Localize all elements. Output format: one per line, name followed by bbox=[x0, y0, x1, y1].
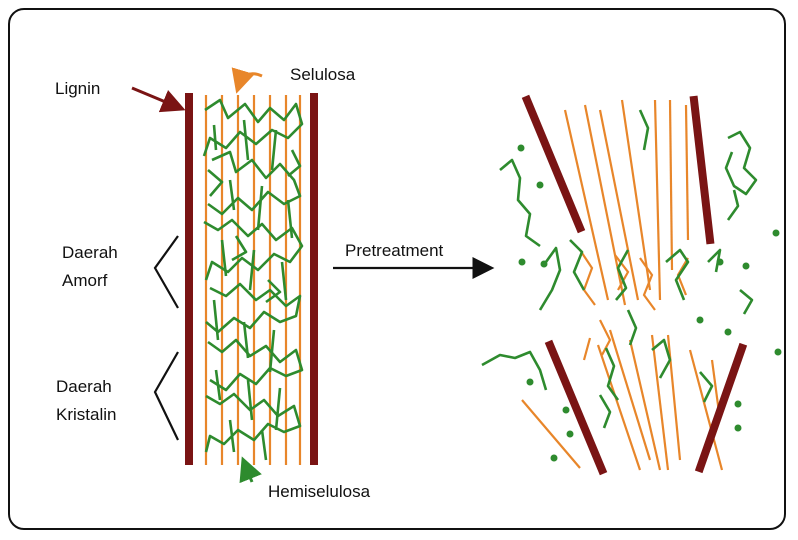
selulosa-label: Selulosa bbox=[290, 65, 356, 84]
pretreatment-label: Pretreatment bbox=[345, 241, 444, 260]
lignin-pointer-arrow bbox=[132, 88, 180, 108]
selulosa-pointer-arrow bbox=[238, 74, 262, 88]
daerah-kristalin-label-line2: Kristalin bbox=[56, 405, 116, 424]
kristalin-brace bbox=[155, 352, 178, 440]
cellulose-strands bbox=[206, 95, 300, 465]
daerah-amorf-label-line1: Daerah bbox=[62, 243, 118, 262]
amorf-brace bbox=[155, 236, 178, 308]
hemiselulosa-pointer-arrow bbox=[244, 462, 252, 482]
daerah-amorf-label-line2: Amorf bbox=[62, 271, 108, 290]
intact-structure bbox=[185, 93, 318, 465]
daerah-kristalin-label-line1: Daerah bbox=[56, 377, 112, 396]
disrupted-structure bbox=[482, 100, 782, 470]
hemiselulosa-label: Hemiselulosa bbox=[268, 482, 371, 501]
lignin-label: Lignin bbox=[55, 79, 100, 98]
